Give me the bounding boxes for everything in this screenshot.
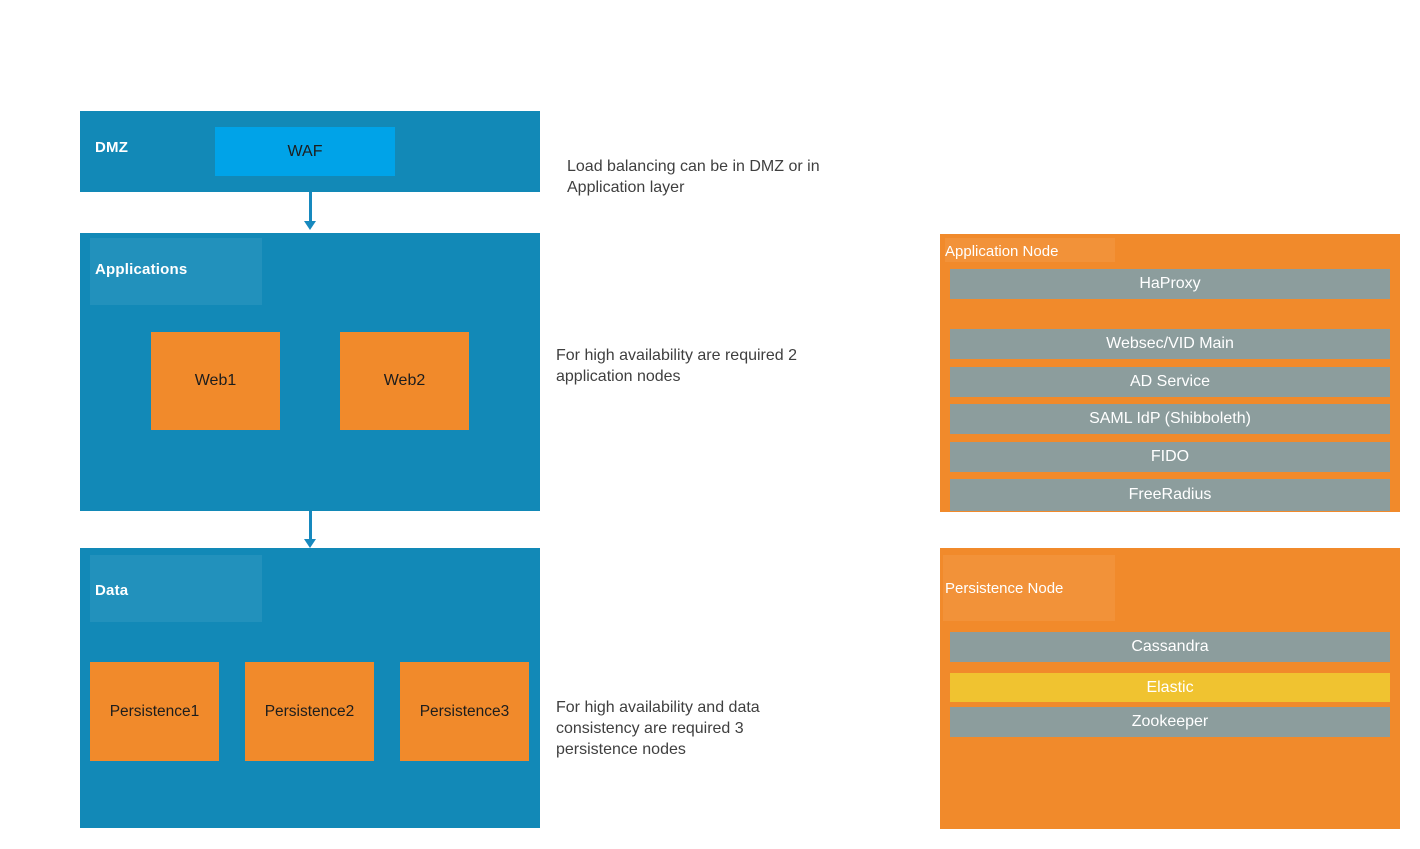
web1-label: Web1 xyxy=(194,372,237,389)
persistence-node-title: Persistence Node xyxy=(945,580,1064,597)
service-label: Cassandra xyxy=(1131,638,1209,655)
application-node-title-highlight xyxy=(945,238,1115,262)
persistence-node-panel: Persistence Node Cassandra Elastic Zooke… xyxy=(940,548,1400,829)
annotation-line: For high availability are required 2 xyxy=(556,347,798,364)
annotation-application-ha: For high availability are required 2 app… xyxy=(556,345,797,387)
persistence1-node: Persistence1 xyxy=(90,662,219,761)
data-label-highlight xyxy=(90,555,262,622)
layer-data: Data Persistence1 Persistence2 Persisten… xyxy=(80,548,540,828)
arrow-head-icon xyxy=(304,221,316,230)
annotation-line: persistence nodes xyxy=(556,741,686,758)
persistence3-label: Persistence3 xyxy=(419,703,510,720)
annotation-line: For high availability and data xyxy=(556,699,760,716)
arrow-applications-to-data-icon xyxy=(304,511,317,548)
service-label: FIDO xyxy=(1150,448,1190,465)
service-fido: FIDO xyxy=(950,442,1390,472)
annotation-line: Application layer xyxy=(567,179,685,196)
persistence2-node: Persistence2 xyxy=(245,662,374,761)
dmz-label: DMZ xyxy=(95,139,129,156)
service-zookeeper: Zookeeper xyxy=(950,707,1390,737)
web2-node: Web2 xyxy=(340,332,469,430)
web2-label: Web2 xyxy=(383,372,426,389)
service-cassandra: Cassandra xyxy=(950,632,1390,662)
arrow-shaft xyxy=(309,511,312,540)
service-ad-service: AD Service xyxy=(950,367,1390,397)
annotation-line: consistency are required 3 xyxy=(556,720,744,737)
arrow-dmz-to-applications-icon xyxy=(304,192,317,230)
service-label: HaProxy xyxy=(1139,275,1201,292)
persistence3-node: Persistence3 xyxy=(400,662,529,761)
service-elastic: Elastic xyxy=(950,673,1390,702)
application-node-title: Application Node xyxy=(945,243,1059,260)
service-label: SAML IdP (Shibboleth) xyxy=(1089,410,1251,427)
service-haproxy: HaProxy xyxy=(950,269,1390,299)
service-label: Websec/VID Main xyxy=(1106,335,1234,352)
persistence1-label: Persistence1 xyxy=(109,703,200,720)
service-label: FreeRadius xyxy=(1128,486,1212,503)
annotation-persistence-ha: For high availability and data consisten… xyxy=(556,697,760,760)
service-websec-vid-main: Websec/VID Main xyxy=(950,329,1390,359)
service-saml-idp: SAML IdP (Shibboleth) xyxy=(950,404,1390,434)
waf-label: WAF xyxy=(287,143,323,160)
service-label: Elastic xyxy=(1146,679,1194,696)
waf-node: WAF xyxy=(215,127,395,176)
annotation-line: application nodes xyxy=(556,368,681,385)
data-label: Data xyxy=(95,582,129,599)
annotation-load-balancing: Load balancing can be in DMZ or in Appli… xyxy=(567,156,820,198)
applications-label: Applications xyxy=(95,261,188,278)
application-node-panel: Application Node HaProxy Websec/VID Main… xyxy=(940,234,1400,512)
arrow-head-icon xyxy=(304,539,316,548)
service-freeradius: FreeRadius xyxy=(950,479,1390,511)
applications-label-highlight xyxy=(90,238,262,305)
persistence2-label: Persistence2 xyxy=(264,703,355,720)
persistence-node-title-highlight xyxy=(943,555,1115,621)
layer-applications: Applications Web1 Web2 xyxy=(80,233,540,511)
annotation-line: Load balancing can be in DMZ or in xyxy=(567,158,820,175)
service-label: Zookeeper xyxy=(1131,713,1209,730)
service-label: AD Service xyxy=(1129,373,1211,390)
arrow-shaft xyxy=(309,192,312,222)
web1-node: Web1 xyxy=(151,332,280,430)
layer-dmz: DMZ WAF xyxy=(80,111,540,192)
